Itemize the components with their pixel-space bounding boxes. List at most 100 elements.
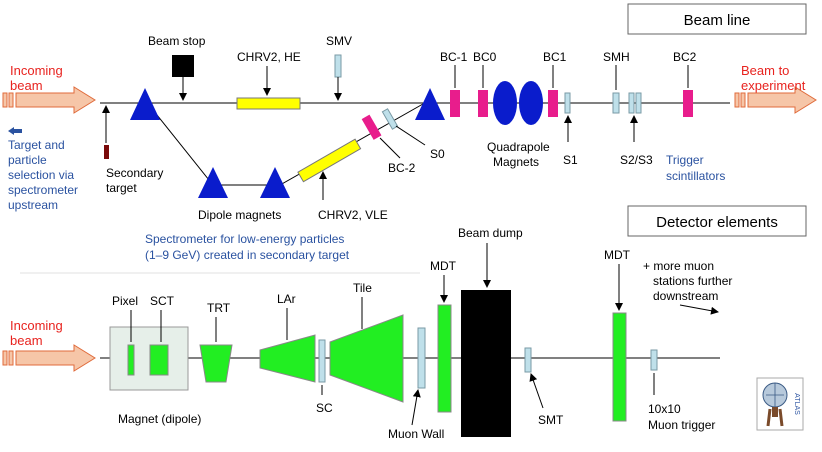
quadrupole-magnet-2 [519,81,543,125]
tile-label: Tile [353,281,372,295]
dipole-magnets-label: Dipole magnets [198,208,281,222]
bc-2-counter [361,114,382,140]
bending-magnet-2 [415,88,445,120]
tile-calorimeter [329,314,404,403]
trt-detector [199,344,233,383]
target-note-5: upstream [8,198,58,212]
s0-pointer [395,125,426,146]
s1-label: S1 [563,153,578,167]
atlas-logo: ATLAS [756,377,804,431]
detector-incoming-label-2: beam [10,333,43,348]
bc1-label: BC1 [543,50,567,64]
lar-label: LAr [277,292,296,306]
beam-stop [172,55,194,77]
beam-to-experiment-label-1: Beam to [741,63,789,78]
target-note-4: spectrometer [8,183,78,197]
beam-dump [461,290,511,437]
secondary-target-label-2: target [106,181,137,195]
mdt2-label: MDT [604,248,631,262]
trigger-label-1: Trigger [666,153,704,167]
muon-trigger-counter [650,349,658,371]
bc-2-label: BC-2 [388,161,416,175]
spectrometer-note-2: (1–9 GeV) created in secondary target [145,248,350,262]
beam-to-experiment-label-2: experiment [741,78,806,93]
bc0-label: BC0 [473,50,497,64]
detector-incoming-label-1: Incoming [10,318,63,333]
beam-stop-label: Beam stop [148,34,206,48]
secondary-target-label-1: Secondary [106,166,163,180]
target-note-1: Target and [8,138,65,152]
bc1-counter [548,90,558,117]
muon-wall-pointer [411,389,421,426]
more-muon-arrow [679,304,719,315]
beam-line-title: Beam line [684,12,751,29]
bending-magnet-1 [130,88,160,120]
chrv2-he-label: CHRV2, HE [237,50,301,64]
magnet-label: Magnet (dipole) [118,412,201,426]
sct-detector [149,344,169,376]
sc-counter [318,339,326,383]
chrv2-vle-label: CHRV2, VLE [318,208,388,222]
muon-wall [417,327,426,389]
sc-label: SC [316,401,333,415]
dipole-magnet-2 [260,167,290,198]
s3-counter [635,92,642,114]
detector-incoming-beam-arrow [2,344,96,372]
s0-counter [381,108,399,130]
bc2-counter [683,90,693,117]
smh-label: SMH [603,50,630,64]
trt-label: TRT [207,301,231,315]
incoming-beam-arrow [2,86,96,114]
muon-trigger-label-2: Muon trigger [648,418,715,432]
target-note-2: particle [8,153,47,167]
smh-counter [612,92,620,114]
left-arrow-icon [8,127,22,135]
smt-pointer [529,373,544,409]
beam-dump-label: Beam dump [458,226,523,240]
mdt2-chamber [612,312,627,422]
muon-trigger-label-1: 10x10 [648,402,681,416]
bc-1-counter [450,90,460,117]
mdt1-chamber [437,304,452,413]
dipole-magnet-box [109,326,189,391]
quadrupole-label-1: Quadrapole [487,140,550,154]
more-muon-label-1: + more muon [643,259,714,273]
more-muon-label-2: stations further [653,274,732,288]
trigger-label-2: scintillators [666,169,725,183]
sct-label: SCT [150,294,175,308]
smv-label: SMV [326,34,352,48]
quadrupole-magnet-1 [493,81,517,125]
incoming-beam-label-1: Incoming [10,63,63,78]
quadrupole-label-2: Magnets [493,155,539,169]
spectrometer-note-1: Spectrometer for low-energy particles [145,232,344,246]
lar-calorimeter [259,334,316,383]
target-note-3: selection via [8,168,74,182]
secondary-target [104,145,109,159]
incoming-beam-label-2: beam [10,78,43,93]
chrv2-vle-counter [297,138,362,183]
dipole-magnet-1 [198,167,228,198]
bc-2-pointer [379,137,401,159]
s2s3-label: S2/S3 [620,153,653,167]
pixel-detector [127,344,135,376]
detector-title-box: Detector elements [627,205,807,237]
smv-counter [334,54,342,78]
beam-to-experiment-arrow [734,86,817,114]
smt-counter [524,347,532,373]
detector-title: Detector elements [656,214,778,231]
more-muon-label-3: downstream [653,289,718,303]
mdt1-label: MDT [430,259,457,273]
muon-wall-label: Muon Wall [388,427,444,441]
bc2-label: BC2 [673,50,697,64]
s0-label: S0 [430,147,445,161]
smt-label: SMT [538,413,564,427]
s2-counter [628,92,635,114]
bc0-counter [478,90,488,117]
chrv2-he-counter [236,97,301,110]
beam-line-title-box: Beam line [627,3,807,35]
s1-counter [564,92,571,114]
bc-1-label: BC-1 [440,50,468,64]
atlas-logo-text: ATLAS [793,393,800,415]
pixel-label: Pixel [112,294,138,308]
